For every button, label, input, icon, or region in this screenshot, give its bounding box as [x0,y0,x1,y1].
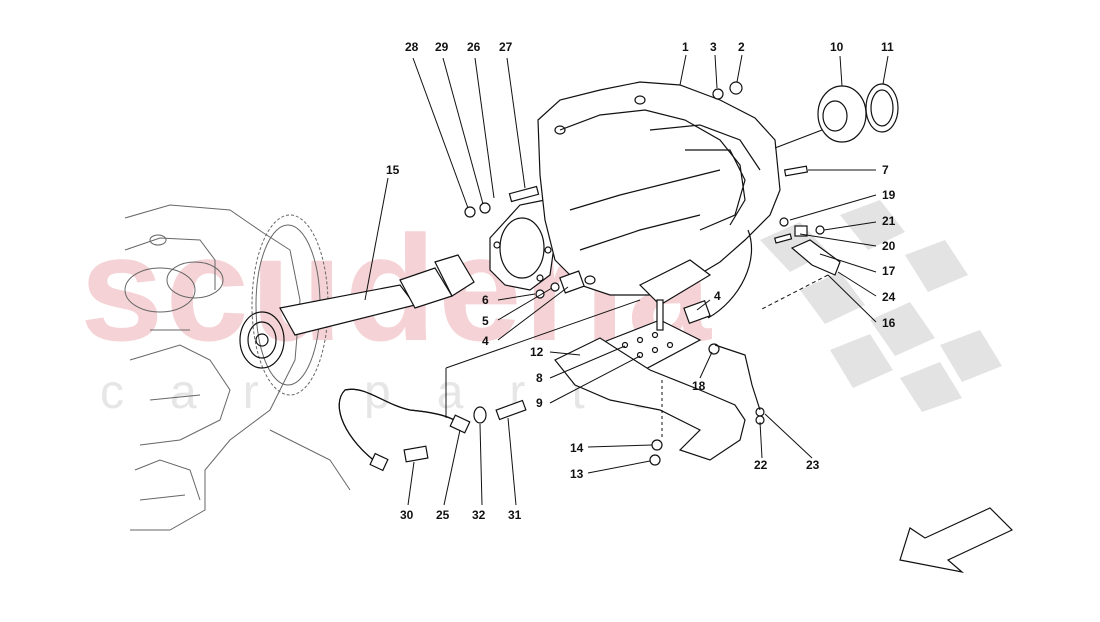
callout-28: 28 [405,40,419,54]
support-bracket [554,337,761,461]
callout-9: 9 [536,396,543,410]
callout-16: 16 [882,316,896,330]
callout-24: 24 [882,290,896,304]
fasteners [464,81,825,466]
callout-4a: 4 [482,334,489,348]
callout-8: 8 [536,371,543,385]
callout-7: 7 [882,163,889,177]
callout-4b: 4 [714,289,721,303]
callout-6: 6 [482,293,489,307]
callout-12: 12 [530,345,544,359]
callout-13: 13 [570,467,584,481]
callout-10: 10 [830,40,844,54]
clutch-housing [537,81,781,306]
input-shaft [279,254,475,336]
callout-31: 31 [508,508,522,522]
engine-block-outline [124,204,351,531]
gasket-plate [489,199,556,291]
callout-5: 5 [482,314,489,328]
callout-29: 29 [435,40,449,54]
callout-19: 19 [882,188,896,202]
callout-27: 27 [499,40,513,54]
callout-14: 14 [570,441,584,455]
callout-17: 17 [882,264,896,278]
callout-11: 11 [881,40,894,54]
callout-32: 32 [472,508,486,522]
bearing [817,83,899,143]
callout-30: 30 [400,508,414,522]
callout-3: 3 [710,40,717,54]
callout-21: 21 [882,214,896,228]
ground-strap [338,388,527,472]
leader-lines [364,54,889,506]
callout-labels: 1 2 3 4 4 5 6 7 8 9 10 11 12 13 14 15 16… [386,40,896,522]
watermark-subline: car parts [100,366,701,419]
callout-22: 22 [754,458,768,472]
callout-2: 2 [738,40,745,54]
callout-23: 23 [806,458,820,472]
callout-18: 18 [692,379,706,393]
callout-25: 25 [436,508,450,522]
direction-arrow-icon [899,507,1014,574]
callout-20: 20 [882,239,896,253]
callout-26: 26 [467,40,481,54]
mount-bracket [790,225,841,276]
speed-sensor [559,229,753,325]
callout-15: 15 [386,163,400,177]
callout-1: 1 [682,40,689,54]
